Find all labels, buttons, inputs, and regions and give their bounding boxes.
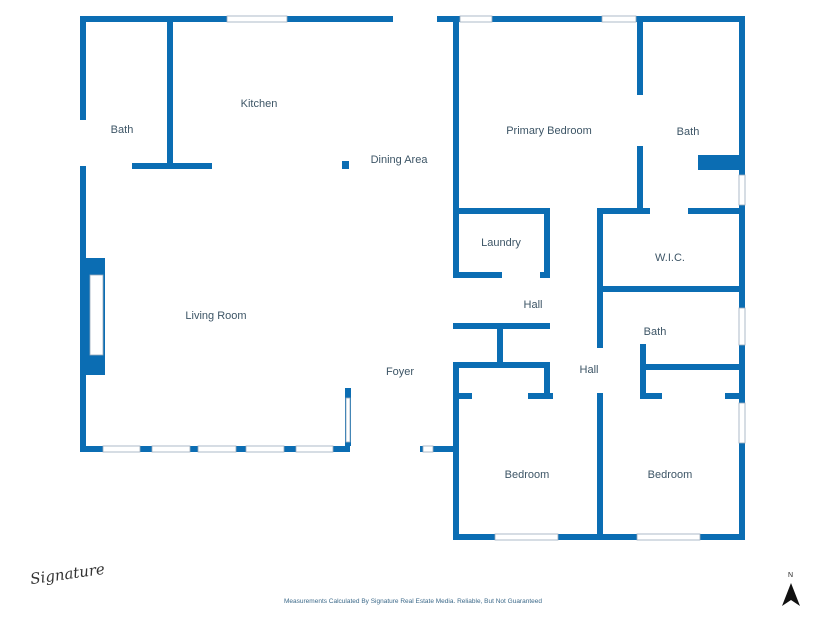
window xyxy=(295,445,334,453)
room-label-bedroom-right: Bedroom xyxy=(647,469,693,481)
wall-segment xyxy=(453,16,459,208)
window xyxy=(738,307,746,346)
wall-segment xyxy=(453,362,550,368)
wall-segment xyxy=(597,286,745,292)
wall-segment xyxy=(544,362,550,395)
wall-segment xyxy=(453,362,459,540)
walls xyxy=(80,16,745,540)
wall-segment xyxy=(597,393,603,540)
window xyxy=(245,445,285,453)
room-label-hall-lower: Hall xyxy=(579,364,599,376)
wall-segment xyxy=(420,446,456,452)
window xyxy=(89,274,104,356)
room-label-hall-upper: Hall xyxy=(523,299,543,311)
room-label-wic: W.I.C. xyxy=(655,252,685,264)
wall-segment xyxy=(453,393,472,399)
wall-segment xyxy=(167,22,173,165)
room-label-bath-left: Bath xyxy=(110,124,134,136)
wall-segment xyxy=(597,208,603,348)
wall-segment xyxy=(453,534,745,540)
wall-segment xyxy=(640,393,662,399)
wall-segment xyxy=(540,272,550,278)
room-label-living-room: Living Room xyxy=(185,310,247,322)
window xyxy=(738,174,746,206)
room-label-dining: Dining Area xyxy=(370,154,428,166)
wall-segment xyxy=(739,443,745,540)
wall-segment xyxy=(528,393,553,399)
wall-segment xyxy=(80,166,86,452)
room-label-laundry: Laundry xyxy=(481,237,521,249)
window xyxy=(601,15,637,23)
wall-segment xyxy=(453,208,550,214)
wall-segment xyxy=(739,16,745,175)
north-label: N xyxy=(788,572,794,579)
room-label-bath-hall: Bath xyxy=(643,326,667,338)
wall-segment xyxy=(739,205,745,308)
wall-segment xyxy=(132,163,212,169)
room-label-kitchen: Kitchen xyxy=(240,98,278,110)
wall-segment xyxy=(437,16,745,22)
window xyxy=(151,445,191,453)
room-label-foyer: Foyer xyxy=(385,366,415,378)
wall-segment xyxy=(739,345,745,403)
room-label-primary-bedroom: Primary Bedroom xyxy=(506,125,592,137)
wall-segment xyxy=(497,323,503,365)
window xyxy=(226,15,288,23)
wall-segment xyxy=(725,393,745,399)
wall-segment xyxy=(640,364,740,370)
wall-segment xyxy=(342,161,349,169)
room-label-bedroom-left: Bedroom xyxy=(504,469,550,481)
wall-segment xyxy=(637,146,643,212)
wall-segment xyxy=(637,16,643,95)
wall-segment xyxy=(597,208,650,214)
window xyxy=(738,402,746,444)
wall-segment xyxy=(698,155,739,170)
window xyxy=(102,445,141,453)
window xyxy=(636,533,701,541)
wall-segment xyxy=(453,272,502,278)
room-label-bath-primary: Bath xyxy=(676,126,700,138)
window xyxy=(345,397,351,443)
windows xyxy=(89,15,746,541)
measurement-disclaimer: Measurements Calculated By Signature Rea… xyxy=(284,598,542,605)
window xyxy=(197,445,237,453)
wall-segment xyxy=(80,16,86,120)
window xyxy=(494,533,559,541)
north-arrow-icon xyxy=(782,583,800,606)
window xyxy=(422,445,434,453)
wall-segment xyxy=(544,208,550,278)
wall-segment xyxy=(688,208,745,214)
window xyxy=(459,15,493,23)
wall-segment xyxy=(453,208,459,278)
